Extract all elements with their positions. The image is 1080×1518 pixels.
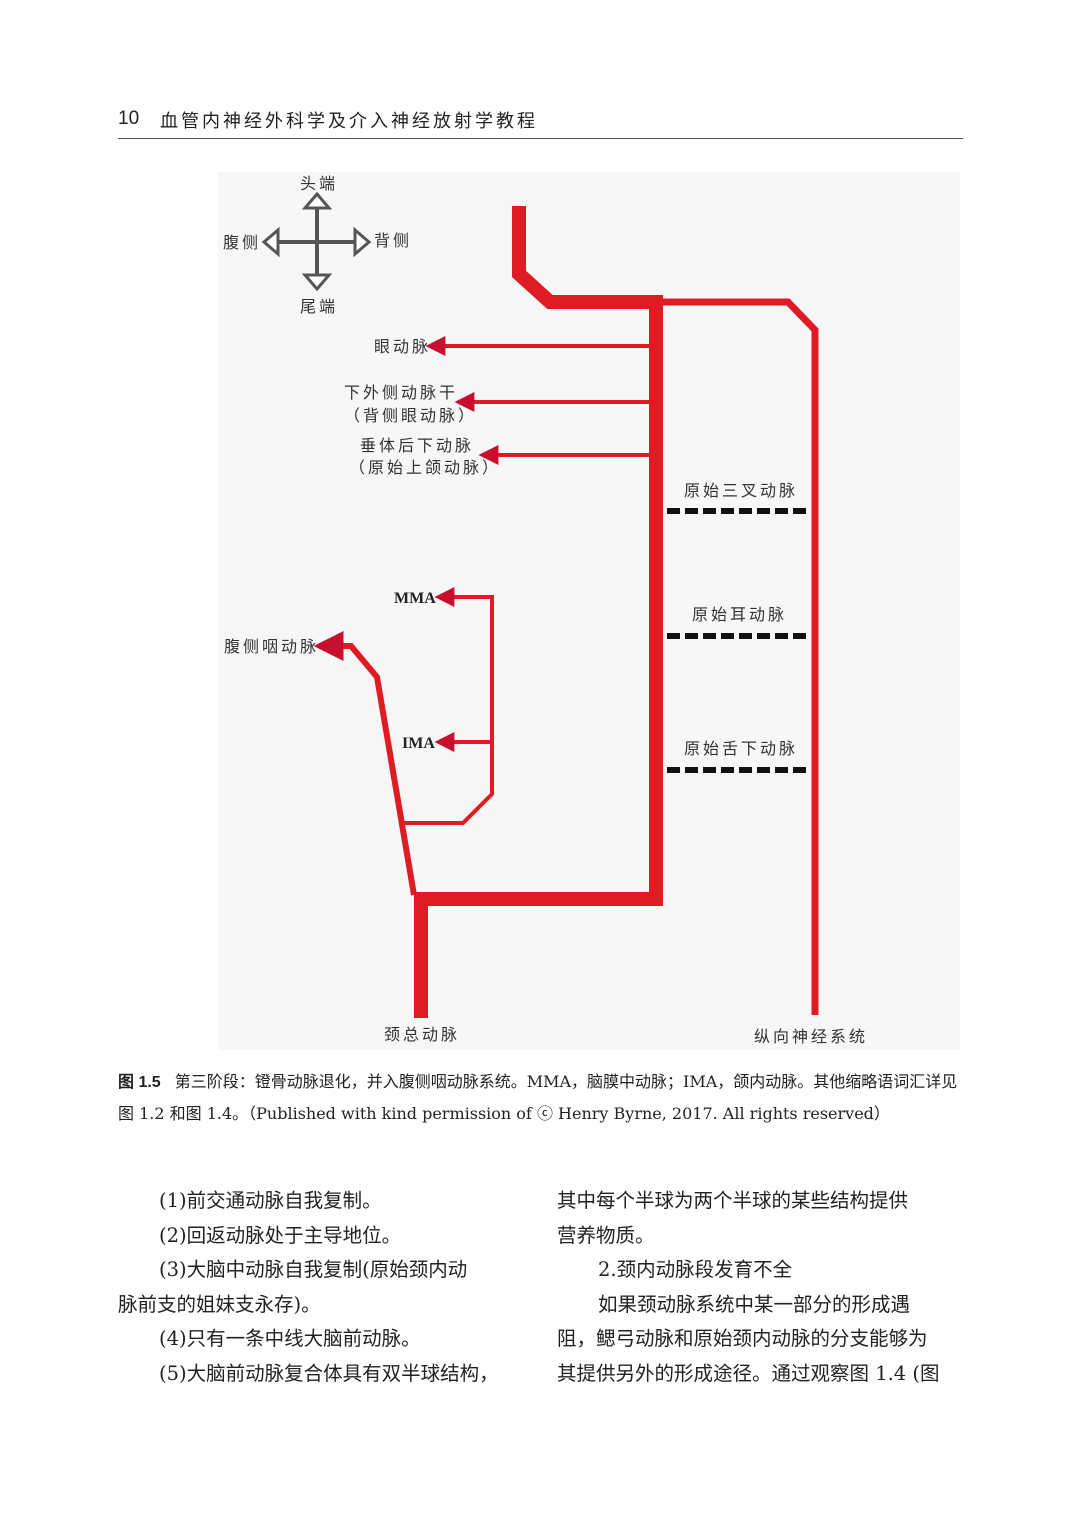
label-primitive-maxillary: （原始上颌动脉） <box>349 458 501 477</box>
ventral-pharyngeal-arrow <box>313 631 417 896</box>
body-line: 其中每个半球为两个半球的某些结构提供 <box>557 1189 909 1212</box>
label-primitive-hypoglossal: 原始舌下动脉 <box>684 739 798 758</box>
running-title: 血管内神经外科学及介入神经放射学教程 <box>160 111 538 132</box>
label-primitive-trigeminal: 原始三叉动脉 <box>684 481 798 500</box>
internal-carotid-trunk <box>414 206 663 1018</box>
section-heading: 2.颈内动脉段发育不全 <box>598 1258 793 1281</box>
artery-diagram: 头端 腹侧 背侧 尾端 眼动脉 下外侧动脉干 （背侧眼动脉） 垂体后下动脉 （原… <box>223 174 868 1046</box>
body-line: 阻，鳃弓动脉和原始颈内动脉的分支能够为 <box>557 1327 928 1350</box>
body-line: (2)回返动脉处于主导地位。 <box>159 1223 402 1247</box>
label-common-carotid: 颈总动脉 <box>384 1025 460 1044</box>
label-ima: IMA <box>402 735 435 752</box>
body-right-column: 其中每个半球为两个半球的某些结构提供 营养物质。 2.颈内动脉段发育不全 如果颈… <box>557 1184 962 1391</box>
orientation-compass <box>261 191 372 292</box>
page-number: 10 <box>118 108 140 129</box>
label-ventral: 腹侧 <box>223 233 261 252</box>
caption-text: 第三阶段：镫骨动脉退化，并入腹侧咽动脉系统。MMA，脑膜中动脉；IMA，颌内动脉… <box>118 1072 958 1123</box>
label-longitudinal-neural: 纵向神经系统 <box>754 1027 868 1046</box>
label-dorsal: 背侧 <box>374 231 412 250</box>
body-line: (3)大脑中动脉自我复制(原始颈内动 <box>159 1258 468 1281</box>
compass-down-arrow-icon <box>301 273 333 292</box>
label-dorsal-ophthalmic: （背侧眼动脉） <box>344 406 477 425</box>
label-ventral-pharyngeal: 腹侧咽动脉 <box>224 637 319 656</box>
figure-panel: 头端 腹侧 背侧 尾端 眼动脉 下外侧动脉干 （背侧眼动脉） 垂体后下动脉 （原… <box>218 172 960 1050</box>
body-line: 如果颈动脉系统中某一部分的形成遇 <box>598 1292 911 1316</box>
compass-left-arrow-icon <box>261 226 280 258</box>
label-mma: MMA <box>394 590 436 607</box>
header-rule <box>118 138 963 139</box>
label-inferior-hypophyseal: 垂体后下动脉 <box>360 436 474 455</box>
body-line: (1)前交通动脉自我复制。 <box>159 1189 382 1212</box>
figure-number: 图 1.5 <box>118 1074 161 1091</box>
label-primitive-otic: 原始耳动脉 <box>692 605 787 624</box>
label-ophthalmic: 眼动脉 <box>374 337 431 356</box>
body-left-column: (1)前交通动脉自我复制。 (2)回返动脉处于主导地位。 (3)大脑中动脉自我复… <box>118 1184 523 1391</box>
mma-arrow <box>404 587 494 825</box>
body-line: (4)只有一条中线大脑前动脉。 <box>159 1327 421 1350</box>
label-cranial: 头端 <box>300 174 338 193</box>
label-caudal: 尾端 <box>300 297 338 316</box>
body-line: (5)大脑前动脉复合体具有双半球结构， <box>159 1361 499 1385</box>
label-inferolateral-trunk: 下外侧动脉干 <box>344 383 458 402</box>
compass-up-arrow-icon <box>301 191 333 210</box>
body-line: 其提供另外的形成途径。通过观察图 1.4 (图 <box>557 1361 940 1385</box>
body-line: 脉前支的姐妹支永存)。 <box>118 1292 321 1316</box>
longitudinal-neural-system-line <box>656 298 819 1015</box>
compass-right-arrow-icon <box>353 226 372 258</box>
body-line: 营养物质。 <box>557 1223 655 1247</box>
